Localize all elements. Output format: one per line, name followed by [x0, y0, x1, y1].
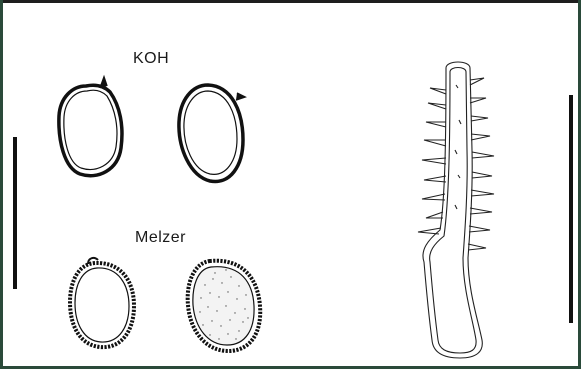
frame-top-edge: [0, 0, 581, 3]
cystidium: [418, 62, 494, 358]
koh-label: KOH: [133, 50, 169, 68]
koh-spore-right: [179, 85, 245, 182]
melzer-spore-left: [70, 258, 134, 347]
right-scale-bar: [569, 95, 573, 323]
melzer-spore-right: [188, 261, 261, 351]
melzer-label: Melzer: [135, 229, 186, 247]
left-scale-bar: [13, 137, 17, 289]
frame-left-edge: [0, 0, 3, 369]
koh-spore-left: [59, 77, 122, 176]
